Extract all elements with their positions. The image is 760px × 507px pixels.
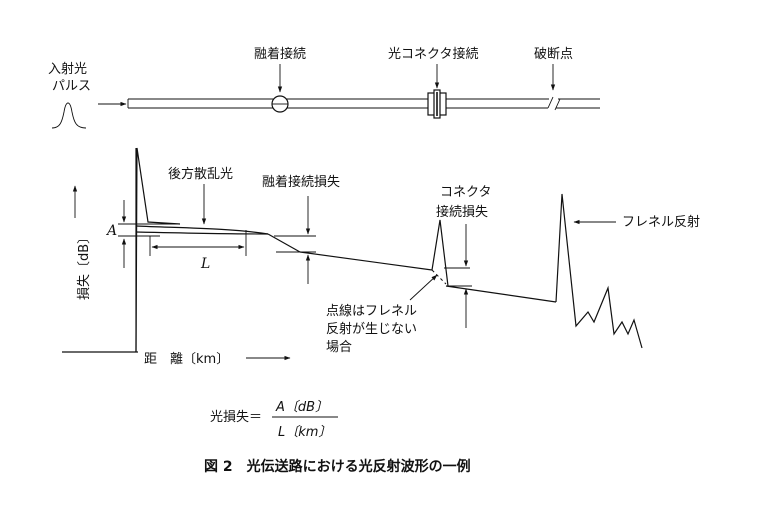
connector-icon <box>427 89 447 119</box>
backscatter-segment-3 <box>445 285 557 303</box>
dotted-note-line2: 反射が生じない <box>326 321 417 337</box>
fusion-loss-step <box>267 233 301 253</box>
formula-lhs: 光損失＝ <box>210 410 262 425</box>
figure-caption: 図 2 光伝送路における光反射波形の一例 <box>204 458 471 475</box>
connector-splice-label: 光コネクタ接続 <box>388 46 478 62</box>
break-mark-2 <box>554 98 561 111</box>
fusion-loss-label: 融着接続損失 <box>262 174 340 190</box>
fusion-splice-label: 融着接続 <box>254 46 306 62</box>
dotted-note-line1: 点線はフレネル <box>326 303 417 319</box>
backscatter-segment-1-upper <box>135 225 269 235</box>
backscatter-segment-1-lower <box>135 231 269 235</box>
y-axis-label: 損失〔dB〕 <box>77 231 92 300</box>
otdr-graph: 損失〔dB〕 A L 後方 <box>62 147 700 367</box>
backscatter-label: 後方散乱光 <box>168 166 233 182</box>
dotted-note-line3: 場合 <box>326 340 352 355</box>
input-pulse-label-line2: パルス <box>52 79 91 94</box>
x-axis-label: 距 離〔km〕 <box>144 352 229 367</box>
input-pulse-icon <box>51 102 87 129</box>
break-point-label: 破断点 <box>534 47 573 62</box>
fresnel-reflection-peak <box>555 193 643 349</box>
fresnel-label: フレネル反射 <box>622 214 700 230</box>
connector-no-reflection-dotted <box>431 269 447 285</box>
dotted-note-arrow <box>409 274 438 301</box>
fiber-schematic: 入射光 パルス 融着接続 光コネクタ接続 破断点 <box>48 46 600 129</box>
break-mark-1 <box>547 96 554 109</box>
loss-formula: 光損失＝ A〔dB〕 L〔km〕 <box>210 399 338 440</box>
backscatter-segment-2 <box>299 251 433 271</box>
formula-numerator: A〔dB〕 <box>275 399 328 415</box>
connector-loss-label-line2: 接続損失 <box>436 204 488 220</box>
a-label: A <box>105 223 117 239</box>
formula-denominator: L〔km〕 <box>278 424 331 440</box>
connector-loss-label-line1: コネクタ <box>440 185 491 200</box>
l-label: L <box>200 256 210 272</box>
input-pulse-label-line1: 入射光 <box>48 61 87 77</box>
initial-reflection-peak <box>135 147 181 353</box>
connector-reflection-peak <box>431 219 449 287</box>
